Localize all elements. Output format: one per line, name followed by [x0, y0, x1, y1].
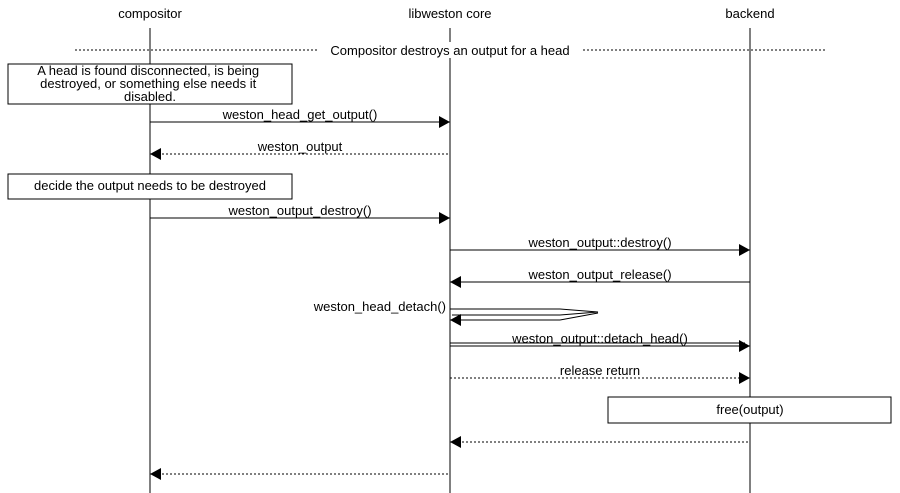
svg-text:release return: release return: [560, 363, 640, 378]
svg-text:weston_head_detach(): weston_head_detach(): [313, 299, 446, 314]
message-detach-head: weston_output::detach_head(): [450, 331, 750, 352]
note-decide-destroy: decide the output needs to be destroyed: [7, 173, 293, 200]
participant-compositor: compositor: [118, 6, 182, 21]
message-backend-destroy: weston_output::destroy(): [450, 235, 750, 256]
note-line-1: A head is found disconnected, is being: [37, 63, 259, 78]
message-output-release: weston_output_release(): [450, 267, 750, 288]
svg-text:weston_output::detach_head(): weston_output::detach_head(): [511, 331, 688, 346]
svg-text:weston_output::destroy(): weston_output::destroy(): [527, 235, 671, 250]
svg-text:free(output): free(output): [716, 402, 783, 417]
participant-backend: backend: [725, 6, 774, 21]
participant-libweston-core: libweston core: [408, 6, 491, 21]
message-get-output: weston_head_get_output(): [150, 107, 450, 128]
svg-text:weston_output_release(): weston_output_release(): [527, 267, 671, 282]
note-line-3: disabled.: [124, 89, 176, 104]
note-head-disconnected: A head is found disconnected, is being d…: [7, 63, 293, 105]
message-release-return: release return: [450, 363, 750, 384]
svg-text:weston_output: weston_output: [257, 139, 343, 154]
note-free-output: free(output): [607, 396, 892, 424]
svg-text:weston_output_destroy(): weston_output_destroy(): [227, 203, 371, 218]
message-output-destroy: weston_output_destroy(): [150, 203, 450, 224]
message-head-detach: weston_head_detach(): [313, 299, 599, 326]
svg-text:weston_head_get_output(): weston_head_get_output(): [222, 107, 378, 122]
section-label: Compositor destroys an output for a head: [330, 43, 569, 58]
section-divider: Compositor destroys an output for a head: [75, 42, 825, 58]
svg-text:decide the output needs to be: decide the output needs to be destroyed: [34, 178, 266, 193]
message-output-return: weston_output: [150, 139, 448, 160]
svg-text:A head is found disconnected,: A head is found disconnected, is being d…: [37, 63, 263, 104]
note-line-2: destroyed, or something else needs it: [40, 76, 256, 91]
